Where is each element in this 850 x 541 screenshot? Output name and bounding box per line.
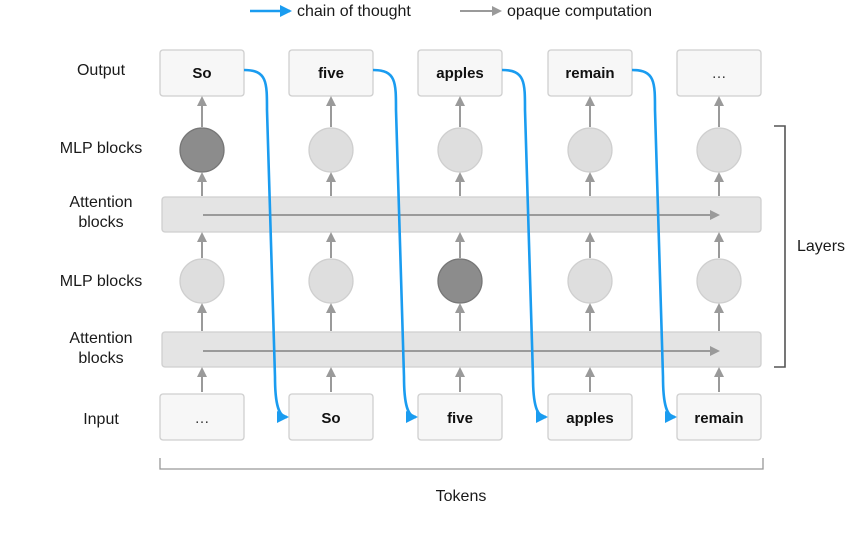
layers-label: Layers (797, 238, 845, 255)
input-token-box-1 (159, 393, 245, 441)
mlp-top-node-2 (308, 127, 354, 173)
chain-of-thought-arrows (243, 68, 677, 423)
legend: chain of thought opaque computation (250, 3, 652, 20)
row-label-input: Input (83, 411, 119, 428)
chain-of-thought-arrow-1 (243, 68, 289, 423)
input-token-box-4 (547, 393, 633, 441)
mlp-top-node-1 (179, 127, 225, 173)
output-token-2: five (318, 65, 344, 82)
mlp-bottom-node-5 (696, 258, 742, 304)
row-label-attention-bottom-1: Attention (69, 330, 132, 347)
input-token-box-2 (288, 393, 374, 441)
mlp-bottom-node-3 (437, 258, 483, 304)
row-label-attention-top-1: Attention (69, 194, 132, 211)
input-token-5: remain (694, 410, 743, 427)
input-token-4: apples (566, 410, 614, 427)
legend-opaque-label: opaque computation (507, 3, 652, 20)
mlp-top-node-4 (567, 127, 613, 173)
output-token-5: … (712, 65, 727, 82)
tokens-label: Tokens (436, 488, 487, 505)
input-token-2: So (321, 410, 340, 427)
row-label-output: Output (77, 62, 126, 79)
output-token-3: apples (436, 65, 484, 82)
output-token-1: So (192, 65, 211, 82)
legend-chain-label: chain of thought (297, 3, 411, 20)
output-token-4: remain (565, 65, 614, 82)
row-label-attention-top-2: blocks (78, 214, 123, 231)
row-label-attention-bottom-2: blocks (78, 350, 123, 367)
mlp-top-node-3 (437, 127, 483, 173)
input-token-box-3 (417, 393, 503, 441)
row-labels: Output MLP blocks Attention blocks MLP b… (60, 62, 142, 428)
tokens-bracket (159, 458, 764, 470)
mlp-bottom-node-4 (567, 258, 613, 304)
input-token-3: five (447, 410, 473, 427)
input-token-1: … (195, 410, 210, 427)
layers-bracket (774, 125, 786, 368)
mlp-top-node-5 (696, 127, 742, 173)
attention-band-bottom (161, 331, 762, 368)
chain-of-thought-arrow-4 (631, 68, 677, 423)
mlp-bottom-node-1 (179, 258, 225, 304)
row-label-mlp-bottom: MLP blocks (60, 273, 142, 290)
row-label-mlp-top: MLP blocks (60, 140, 142, 157)
mlp-bottom-node-2 (308, 258, 354, 304)
chain-of-thought-arrow-3 (501, 68, 548, 423)
input-token-box-5 (676, 393, 762, 441)
chain-of-thought-arrow-2 (372, 68, 418, 423)
